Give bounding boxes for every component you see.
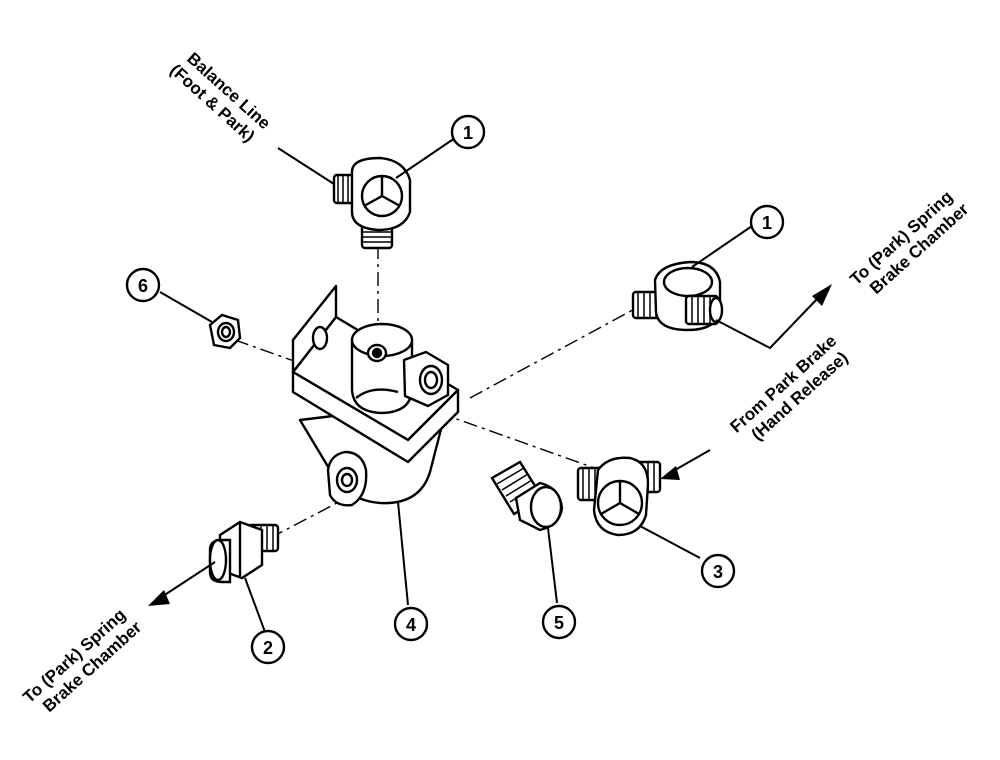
callout-2: 2 — [250, 629, 286, 665]
arrow-heads — [148, 284, 832, 606]
svg-text:5: 5 — [554, 613, 564, 633]
svg-text:1: 1 — [762, 213, 772, 233]
svg-text:6: 6 — [138, 276, 148, 296]
callout-3: 3 — [700, 553, 736, 589]
label-from-park-brake: From Park Brake (Hand Release) — [726, 331, 851, 444]
bracket-hole — [311, 325, 329, 351]
arrow-to-spring-right — [812, 284, 832, 306]
leader-c3 — [639, 525, 701, 559]
leader-c6 — [159, 291, 213, 323]
callouts: 1 1 6 3 2 4 5 — [125, 114, 785, 665]
leader-c4 — [397, 501, 409, 606]
label-balance-line: Balance Line (Foot & Park) — [166, 49, 274, 146]
bolt — [490, 460, 564, 532]
elbow-fitting-top — [332, 156, 412, 250]
leader-c1a — [395, 137, 456, 179]
mounting-bracket-edge — [291, 370, 460, 464]
hex-nut — [208, 313, 242, 350]
flow-line-left — [159, 561, 216, 599]
leader-c2 — [244, 577, 266, 633]
svg-text:2: 2 — [263, 638, 273, 658]
centerline-right-fitting — [469, 305, 641, 399]
svg-text:1: 1 — [463, 123, 473, 143]
svg-text:4: 4 — [406, 615, 416, 635]
label-to-spring-right: To (Park) Spring Brake Chamber — [846, 187, 972, 298]
callout-5: 5 — [541, 604, 577, 640]
callout-1-right: 1 — [749, 204, 785, 240]
flow-line-right — [715, 297, 819, 350]
svg-text:3: 3 — [713, 562, 723, 582]
callout-6: 6 — [125, 267, 161, 303]
arrow-from-park — [660, 466, 680, 480]
arrow-to-spring-left — [148, 590, 170, 606]
leader-c5 — [547, 527, 558, 604]
valve-body — [291, 284, 460, 507]
callout-1-top: 1 — [450, 114, 486, 150]
callout-4: 4 — [393, 606, 429, 642]
elbow-fitting-right — [631, 260, 724, 332]
elbow-fitting-lower-right — [576, 456, 662, 537]
leader-c1b — [691, 225, 753, 268]
label-to-spring-left: To (Park) Spring Brake Chamber — [19, 605, 145, 716]
leader-balance-line — [277, 147, 335, 185]
hex-fitting-lower-left — [208, 520, 280, 584]
